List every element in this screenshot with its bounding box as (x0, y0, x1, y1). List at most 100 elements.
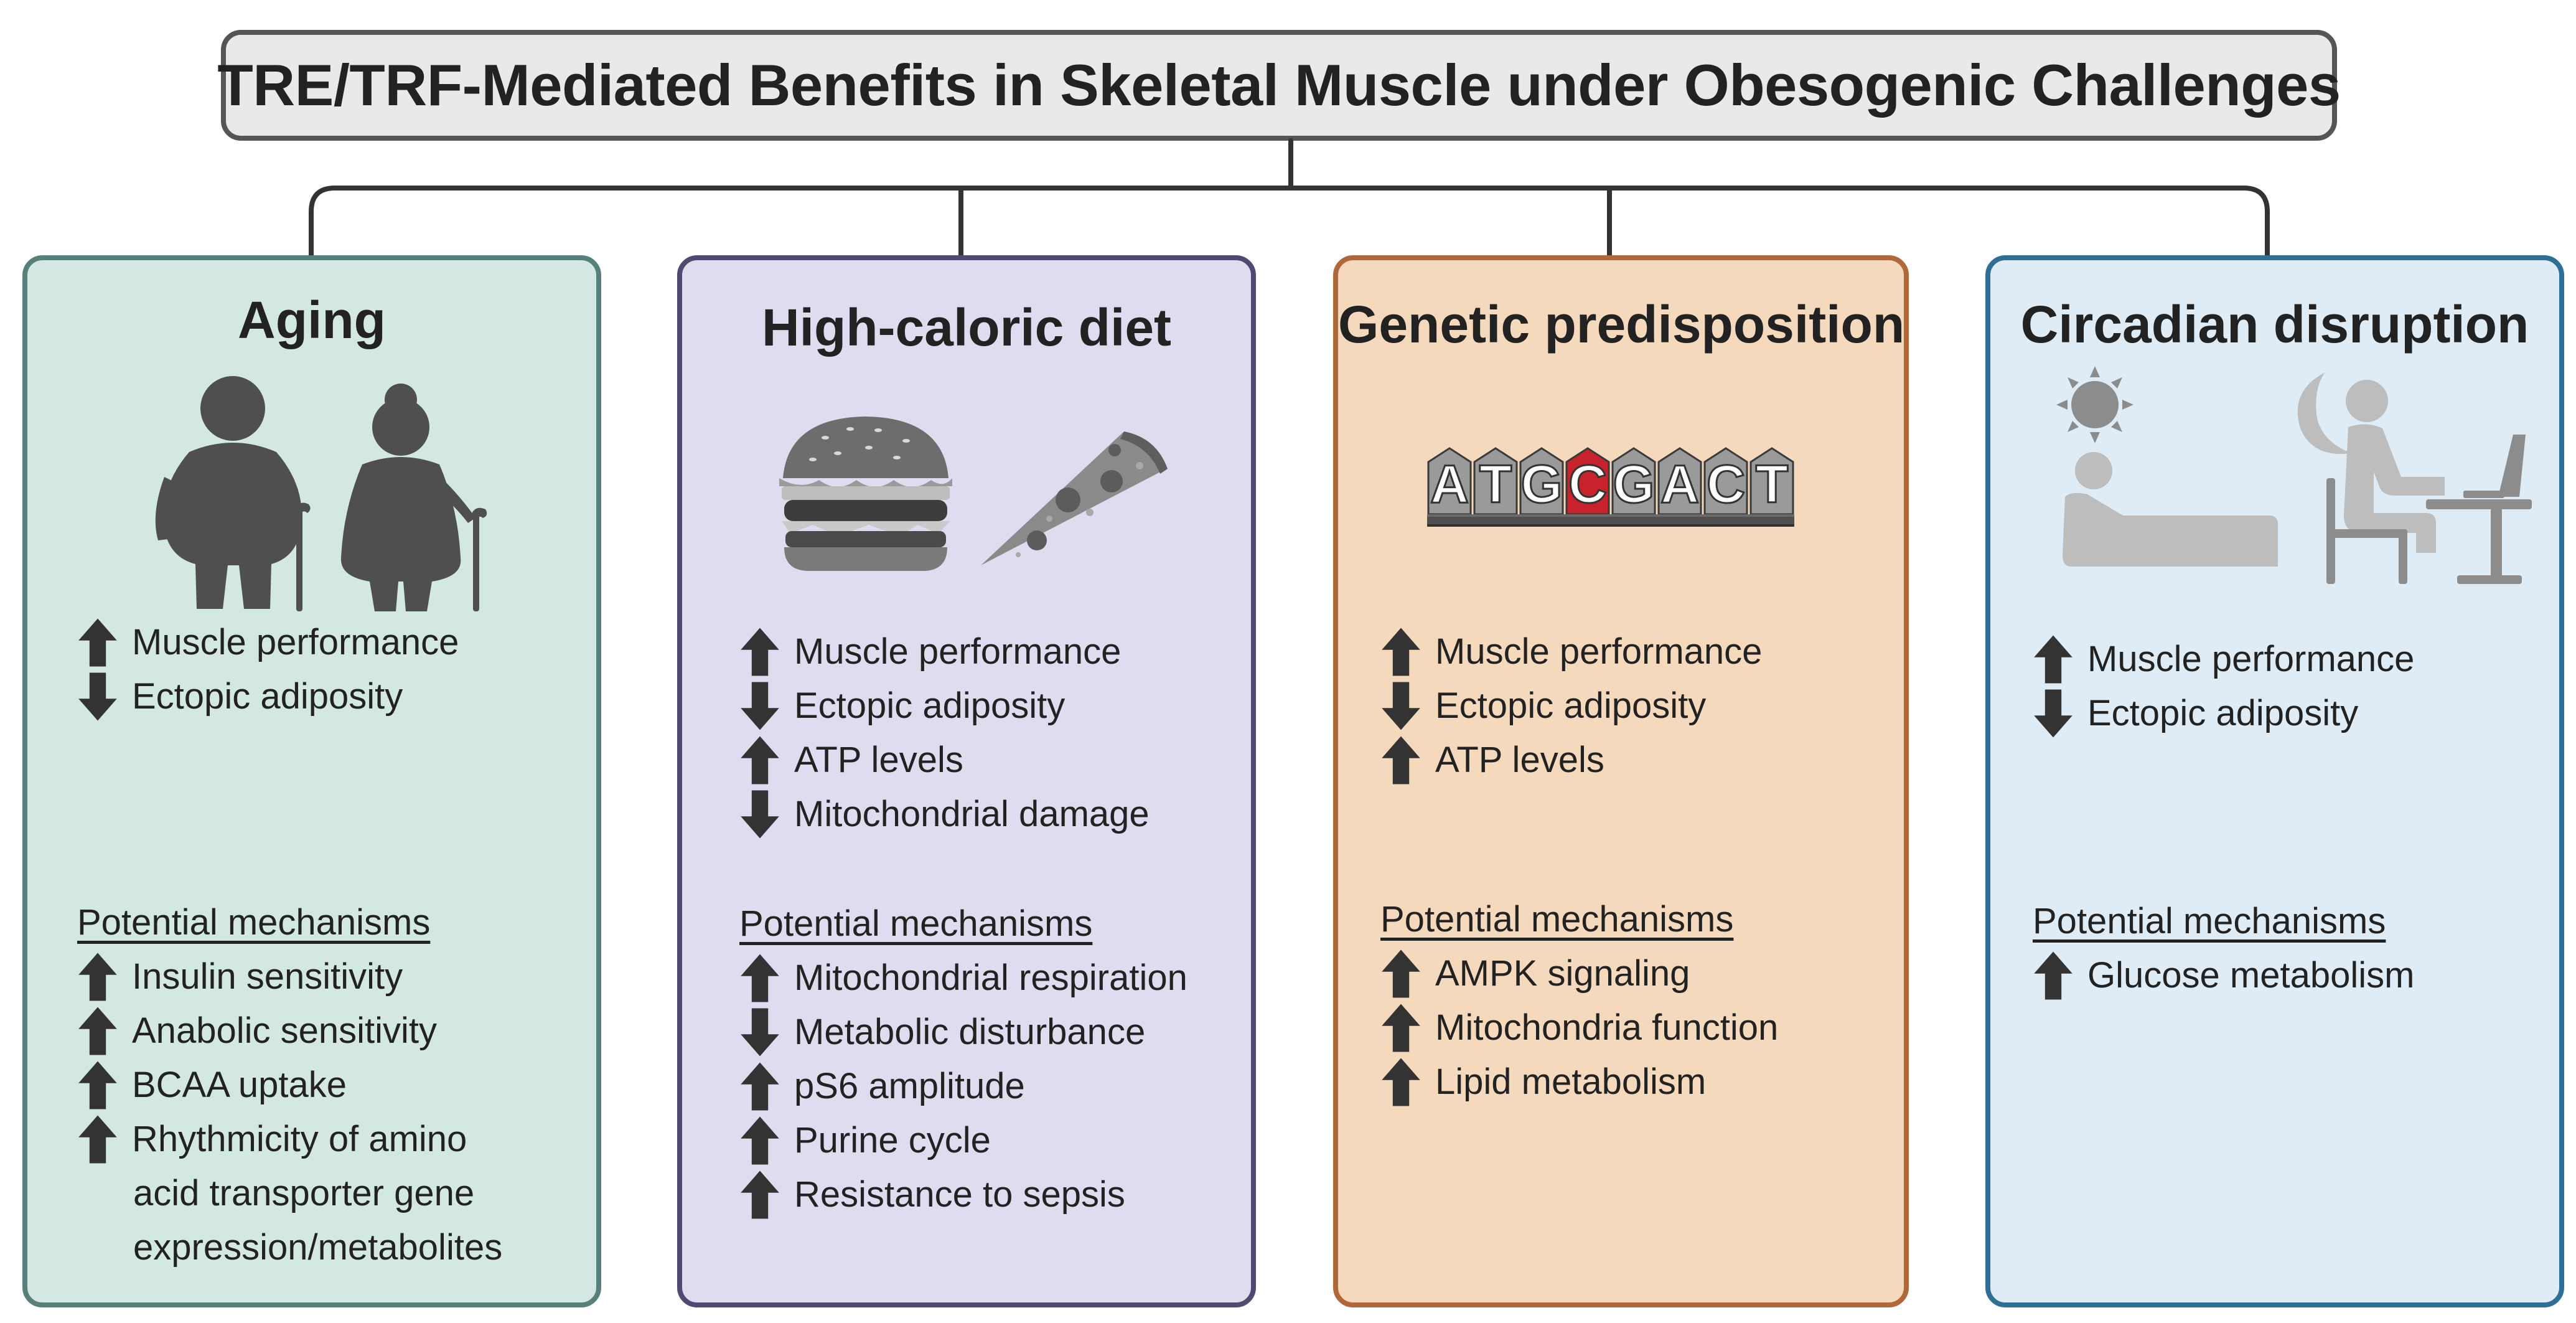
elderly-couple-with-canes-icon (139, 371, 525, 614)
effect-label: Ectopic adiposity (1435, 685, 1707, 726)
dna-letter-tile: C (1703, 447, 1748, 516)
connector-lines (309, 138, 2270, 258)
panel-aging: Aging Muscle performanc (22, 255, 601, 1307)
effects-genetic: Muscle performance Ectopic adiposity ATP… (1380, 624, 1762, 787)
mechanism-row: Insulin sensitivity (77, 949, 502, 1004)
mechanism-row: Rhythmicity of amino (77, 1112, 502, 1166)
dna-tile-background (1703, 447, 1748, 514)
mechanism-label: Metabolic disturbance (794, 1012, 1146, 1052)
up-arrow-icon (1382, 628, 1420, 676)
up-arrow-icon (2034, 635, 2073, 683)
mechanism-row: Anabolic sensitivity (77, 1004, 502, 1058)
mechanism-row: Mitochondrial respiration (739, 951, 1187, 1005)
dna-letter-tile: A (1427, 447, 1472, 516)
mechanism-row: Metabolic disturbance (739, 1005, 1187, 1059)
effect-label: Ectopic adiposity (2087, 693, 2359, 733)
mechanism-label: Rhythmicity of amino (132, 1119, 467, 1159)
dna-letter-tile: T (1749, 447, 1794, 516)
panel-title-diet: High-caloric diet (761, 298, 1172, 357)
up-arrow-icon (1382, 736, 1420, 784)
main-title-box: TRE/TRF-Mediated Benefits in Skeletal Mu… (217, 30, 2341, 141)
dna-tile-background (1565, 447, 1610, 514)
main-title: TRE/TRF-Mediated Benefits in Skeletal Mu… (217, 52, 2341, 118)
effect-row: Muscle performance (739, 624, 1150, 679)
down-arrow-icon (2034, 689, 2073, 737)
effect-label: Muscle performance (1435, 631, 1763, 672)
effect-label: Ectopic adiposity (794, 685, 1066, 726)
up-arrow-icon (78, 953, 117, 1000)
mechanism-row-continued: expression/metabolites (77, 1220, 502, 1274)
dna-letter: G (1520, 454, 1563, 516)
up-arrow-icon (741, 1062, 779, 1110)
mechanism-label: pS6 amplitude (794, 1066, 1025, 1106)
down-arrow-icon (1382, 682, 1420, 730)
mechanisms-heading: Potential mechanisms (739, 903, 1093, 944)
dna-letter: G (1612, 454, 1656, 516)
day-sleep-night-work-icon (2028, 366, 2538, 590)
dna-tile-background (1749, 447, 1794, 514)
up-arrow-icon (1382, 949, 1420, 997)
down-arrow-icon (78, 672, 117, 720)
mechanism-label: Lipid metabolism (1435, 1062, 1707, 1102)
dna-letter: C (1705, 454, 1746, 516)
up-arrow-icon (1382, 1058, 1420, 1106)
effect-label: Muscle performance (2087, 639, 2415, 679)
dna-letter: T (1754, 454, 1789, 516)
dna-tile-background (1657, 447, 1702, 514)
effect-row: ATP levels (1380, 733, 1762, 787)
mechanism-row: pS6 amplitude (739, 1059, 1187, 1113)
mechanisms-heading: Potential mechanisms (77, 902, 431, 943)
effect-row: Muscle performance (2033, 632, 2414, 686)
effect-row: Muscle performance (1380, 624, 1762, 679)
mechanism-row: Lipid metabolism (1380, 1055, 1778, 1109)
mechanism-label: Mitochondria function (1435, 1007, 1779, 1048)
mechanism-label: BCAA uptake (132, 1065, 347, 1105)
dna-baseline (1427, 514, 1794, 527)
mechanism-label: Mitochondrial respiration (794, 958, 1187, 998)
panel-title-genetic: Genetic predisposition (1338, 295, 1905, 354)
dna-tile-background (1427, 447, 1472, 514)
up-arrow-icon (741, 628, 779, 676)
effect-label: ATP levels (1435, 740, 1604, 780)
mechanism-row: BCAA uptake (77, 1058, 502, 1112)
mechanism-label: Resistance to sepsis (794, 1174, 1125, 1215)
up-arrow-icon (2034, 951, 2073, 999)
mechanism-label: acid transporter gene (133, 1173, 475, 1213)
mechanism-row: Mitochondria function (1380, 1000, 1778, 1055)
effect-row: Mitochondrial damage (739, 787, 1150, 841)
mechanism-label: AMPK signaling (1435, 953, 1690, 994)
effect-label: Mitochondrial damage (794, 794, 1150, 834)
mechanisms-heading: Potential mechanisms (2033, 901, 2386, 941)
mechanism-row: Glucose metabolism (2033, 948, 2414, 1002)
dna-letter-tile: T (1473, 447, 1518, 516)
effect-row: Ectopic adiposity (77, 669, 459, 723)
down-arrow-icon (741, 1008, 779, 1056)
mechanism-row: AMPK signaling (1380, 946, 1778, 1000)
effects-aging: Muscle performance Ectopic adiposity (77, 615, 459, 723)
mechanism-label: Purine cycle (794, 1120, 991, 1161)
mechanisms-genetic: Potential mechanisms AMPK signaling Mito… (1380, 892, 1778, 1109)
mechanism-row-continued: acid transporter gene (77, 1166, 502, 1220)
effect-label: Ectopic adiposity (132, 676, 403, 717)
mechanism-label: Anabolic sensitivity (132, 1010, 437, 1051)
effect-label: Muscle performance (794, 631, 1122, 672)
up-arrow-icon (741, 1170, 779, 1218)
dna-letter: C (1567, 454, 1608, 516)
mechanisms-diet: Potential mechanisms Mitochondrial respi… (739, 897, 1187, 1222)
dna-tile-background (1473, 447, 1518, 514)
effects-circadian: Muscle performance Ectopic adiposity (2033, 632, 2414, 740)
dna-letter: A (1429, 454, 1469, 516)
mechanism-row: Resistance to sepsis (739, 1167, 1187, 1222)
dna-letter-tile: A (1657, 447, 1702, 516)
panel-high-caloric-diet: High-caloric diet (677, 255, 1256, 1307)
dna-letter-tile: G (1519, 447, 1564, 516)
up-arrow-icon (78, 1061, 117, 1109)
effect-label: ATP levels (794, 740, 963, 780)
dna-tile-background (1611, 447, 1656, 514)
mechanisms-heading: Potential mechanisms (1380, 899, 1734, 939)
up-arrow-icon (78, 1115, 117, 1163)
effect-row: Ectopic adiposity (1380, 679, 1762, 733)
mechanism-row: Purine cycle (739, 1113, 1187, 1167)
